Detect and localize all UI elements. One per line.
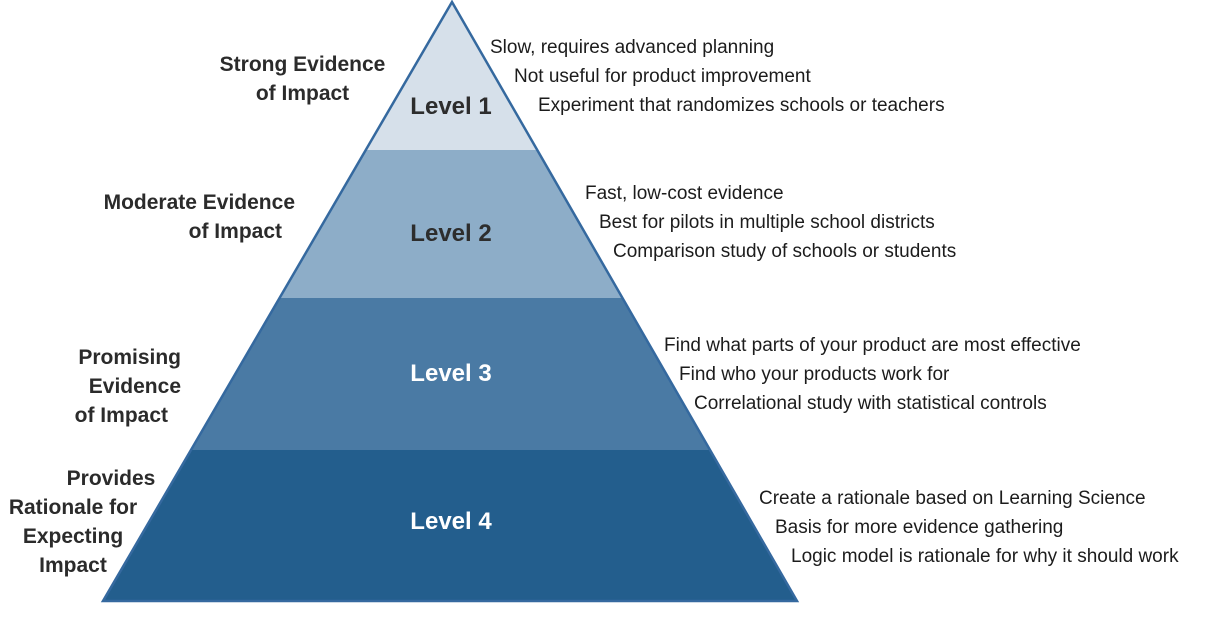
caption-line: Strong Evidence xyxy=(219,53,386,76)
note-line: Create a rationale based on Learning Sci… xyxy=(759,488,1146,509)
pyramid-level-2-shape xyxy=(280,150,623,298)
level-2-right-notes: Fast, low-cost evidence Best for pilots … xyxy=(585,179,956,266)
note-line: Find who your products work for xyxy=(679,364,950,385)
note-line: Experiment that randomizes schools or te… xyxy=(538,95,945,116)
level-4-right-notes: Create a rationale based on Learning Sci… xyxy=(759,484,1179,571)
note-line: Logic model is rationale for why it shou… xyxy=(791,546,1179,567)
note-line: Best for pilots in multiple school distr… xyxy=(599,212,935,233)
pyramid-outline xyxy=(100,0,800,603)
level-3-right-notes: Find what parts of your product are most… xyxy=(664,331,1081,418)
level-3-left-caption: Promising Evidence of Impact xyxy=(0,343,181,430)
note-line: Find what parts of your product are most… xyxy=(664,335,1081,356)
level-3-label: Level 3 xyxy=(410,360,492,387)
pyramid-level-3-shape xyxy=(191,298,710,450)
level-1-label: Level 1 xyxy=(410,93,492,120)
level-4-label: Level 4 xyxy=(410,508,492,535)
level-4-left-caption: Provides Rationale for Expecting Impact xyxy=(0,464,156,580)
note-line: Not useful for product improvement xyxy=(514,66,811,87)
caption-line: of Impact xyxy=(188,220,282,243)
caption-line: Moderate Evidence xyxy=(103,191,295,214)
note-line: Fast, low-cost evidence xyxy=(585,183,784,204)
caption-line: Provides xyxy=(66,467,156,490)
pyramid-level-1-shape xyxy=(366,2,537,150)
caption-line: of Impact xyxy=(74,404,168,427)
level-1-right-notes: Slow, requires advanced planning Not use… xyxy=(490,33,945,120)
level-2-left-caption: Moderate Evidence of Impact xyxy=(95,188,295,246)
caption-line: Rationale for xyxy=(8,496,138,519)
caption-line: Promising Evidence xyxy=(78,346,181,398)
note-line: Correlational study with statistical con… xyxy=(694,393,1047,414)
level-1-left-caption: Strong Evidence of Impact xyxy=(205,50,400,108)
note-line: Basis for more evidence gathering xyxy=(775,517,1064,538)
level-2-label: Level 2 xyxy=(410,220,492,247)
caption-line: of Impact xyxy=(255,82,350,105)
pyramid-level-4-shape xyxy=(103,450,797,601)
caption-line: Impact xyxy=(39,554,107,577)
caption-line: Expecting xyxy=(22,525,124,548)
note-line: Comparison study of schools or students xyxy=(613,241,957,262)
note-line: Slow, requires advanced planning xyxy=(490,37,775,58)
